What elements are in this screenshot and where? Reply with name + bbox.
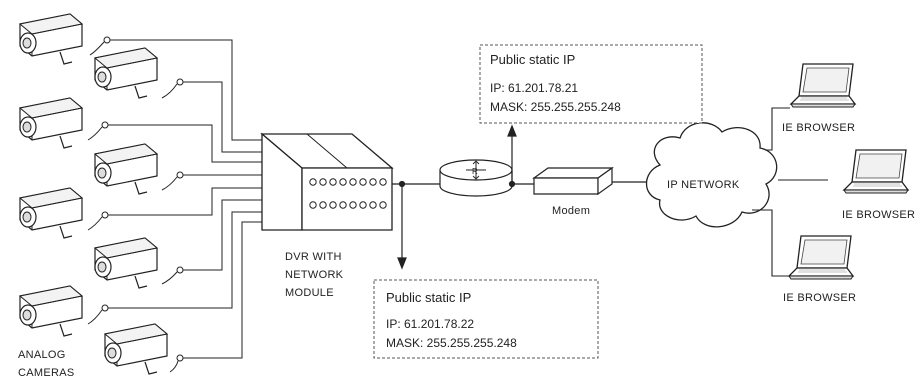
browser-links — [752, 107, 828, 277]
ip-box-bottom-ip: IP: 61.201.78.22 — [386, 317, 474, 331]
router-label: R — [472, 167, 478, 176]
ip-network-label: IP NETWORK — [667, 179, 740, 191]
camera-3 — [19, 97, 83, 149]
camera-cables — [87, 36, 262, 373]
router-device: R — [439, 159, 513, 197]
camera-8 — [104, 323, 168, 375]
dvr-port — [339, 201, 347, 209]
camera-1 — [19, 13, 83, 65]
cameras-label-line1: ANALOG — [18, 349, 66, 361]
dvr-port — [309, 201, 317, 209]
dvr-port — [359, 178, 367, 186]
dvr-port — [349, 178, 357, 186]
dvr-port — [329, 178, 337, 186]
dvr-port — [309, 178, 317, 186]
modem-device — [532, 166, 614, 196]
ip-box-top-title: Public static IP — [490, 52, 575, 67]
ip-box-top-ip: IP: 61.201.78.21 — [490, 81, 578, 95]
router-uplink — [507, 124, 534, 188]
laptop-3 — [788, 235, 854, 280]
modem-label: Modem — [552, 205, 590, 217]
dvr-port — [379, 201, 387, 209]
camera-2 — [94, 47, 158, 99]
dvr-network-line — [392, 180, 440, 270]
camera-7 — [19, 285, 83, 337]
ip-network-cloud: IP NETWORK — [645, 122, 778, 228]
dvr-port — [369, 201, 377, 209]
dvr-ports — [309, 178, 387, 209]
laptop-1 — [790, 63, 856, 108]
cameras-label-line2: CAMERAS — [18, 367, 75, 379]
browser-label-2: IE BROWSER — [842, 209, 915, 221]
camera-4 — [94, 143, 158, 195]
dvr-port — [369, 178, 377, 186]
camera-6 — [94, 237, 158, 289]
ip-box-bottom-title: Public static IP — [386, 290, 471, 305]
dvr-port — [319, 201, 327, 209]
dvr-port — [329, 201, 337, 209]
dvr-port — [339, 178, 347, 186]
dvr-port — [319, 178, 327, 186]
ip-box-bottom-mask: MASK: 255.255.255.248 — [386, 336, 517, 350]
dvr-label-line2: NETWORK — [285, 269, 344, 281]
dvr-label-line1: DVR WITH — [285, 251, 342, 263]
dvr-label-line3: MODULE — [285, 287, 334, 299]
ip-box-top: Public static IP IP: 61.201.78.21 MASK: … — [479, 44, 703, 124]
laptop-2 — [843, 149, 909, 194]
camera-5 — [19, 187, 83, 239]
dvr-port — [349, 201, 357, 209]
ip-box-bottom: Public static IP IP: 61.201.78.22 MASK: … — [373, 279, 599, 359]
dvr-port — [359, 201, 367, 209]
ip-box-top-mask: MASK: 255.255.255.248 — [490, 100, 621, 114]
dvr-port — [379, 178, 387, 186]
browser-label-3: IE BROWSER — [783, 292, 856, 304]
browser-label-1: IE BROWSER — [782, 122, 855, 134]
